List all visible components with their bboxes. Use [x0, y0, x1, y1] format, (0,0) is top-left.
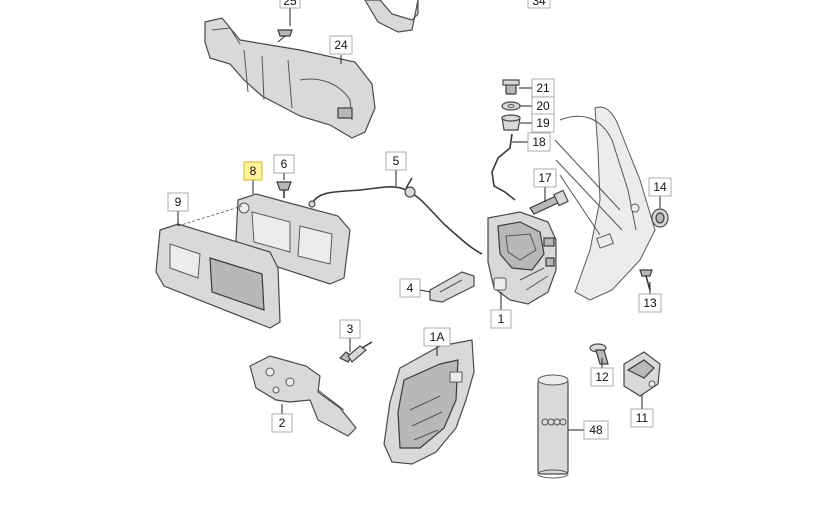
part-5-cable	[308, 177, 483, 255]
part-3-pin	[338, 341, 373, 363]
callout-14[interactable]: 14	[648, 177, 672, 197]
part-1-door-lock	[487, 211, 557, 305]
callout-11[interactable]: 11	[630, 408, 654, 428]
callout-25[interactable]: 25	[279, 0, 301, 9]
callout-21[interactable]: 21	[531, 78, 555, 98]
part-21-bolt	[502, 79, 520, 95]
callout-9[interactable]: 9	[167, 192, 189, 212]
callout-1[interactable]: 1	[490, 309, 512, 329]
svg-text:12: 12	[595, 370, 609, 384]
svg-text:3: 3	[347, 322, 354, 336]
svg-text:19: 19	[536, 116, 550, 130]
svg-text:1A: 1A	[430, 330, 445, 344]
callout-2[interactable]: 2	[271, 413, 293, 433]
svg-text:9: 9	[175, 195, 182, 209]
svg-text:1: 1	[498, 312, 505, 326]
callout-18[interactable]: 18	[527, 132, 551, 152]
callout-48[interactable]: 48	[583, 420, 609, 440]
callout-20[interactable]: 20	[531, 96, 555, 116]
svg-text:6: 6	[281, 157, 288, 171]
part-19-bushing	[501, 114, 521, 131]
part-17-bolt	[529, 189, 569, 215]
callout-8[interactable]: 8	[243, 161, 263, 181]
part-34-piece	[364, 0, 419, 33]
svg-text:14: 14	[653, 180, 667, 194]
part-11-striker	[623, 351, 661, 397]
part-25-screw	[277, 29, 293, 43]
svg-text:25: 25	[283, 0, 297, 8]
part-14-plug	[651, 208, 669, 228]
part-13-screw	[639, 269, 653, 291]
part-9-handle-trim	[155, 223, 281, 329]
door-body	[554, 106, 656, 301]
callout-12[interactable]: 12	[590, 367, 614, 387]
part-12-bolt	[589, 343, 609, 365]
svg-text:8: 8	[250, 164, 257, 178]
svg-text:5: 5	[393, 154, 400, 168]
svg-text:11: 11	[636, 411, 649, 425]
callout-13[interactable]: 13	[638, 293, 662, 313]
svg-text:24: 24	[334, 38, 348, 52]
callout-4[interactable]: 4	[399, 278, 421, 298]
svg-text:48: 48	[589, 423, 603, 437]
svg-text:18: 18	[532, 135, 546, 149]
part-20-washer	[501, 101, 521, 111]
callout-17[interactable]: 17	[533, 168, 557, 188]
svg-text:2: 2	[279, 416, 286, 430]
callout-5[interactable]: 5	[385, 151, 407, 171]
callout-3[interactable]: 3	[339, 319, 361, 339]
svg-text:4: 4	[407, 281, 414, 295]
part-1a-lock-housing	[383, 339, 475, 465]
part-48-grease-can	[537, 374, 569, 479]
part-2-lever	[249, 355, 357, 437]
svg-text:34: 34	[532, 0, 546, 8]
callout-1a[interactable]: 1A	[423, 327, 451, 347]
callout-19[interactable]: 19	[531, 113, 555, 133]
callout-24[interactable]: 24	[329, 35, 353, 55]
callout-34[interactable]: 34	[527, 0, 551, 9]
part-6-screw	[276, 181, 292, 198]
svg-text:17: 17	[538, 171, 552, 185]
callout-6[interactable]: 6	[273, 154, 295, 174]
part-24-handle-carrier	[204, 17, 376, 139]
part-18-rod	[491, 133, 516, 201]
svg-text:21: 21	[536, 81, 550, 95]
svg-text:20: 20	[536, 99, 550, 113]
part-4-seal	[429, 271, 475, 303]
svg-text:13: 13	[643, 296, 657, 310]
